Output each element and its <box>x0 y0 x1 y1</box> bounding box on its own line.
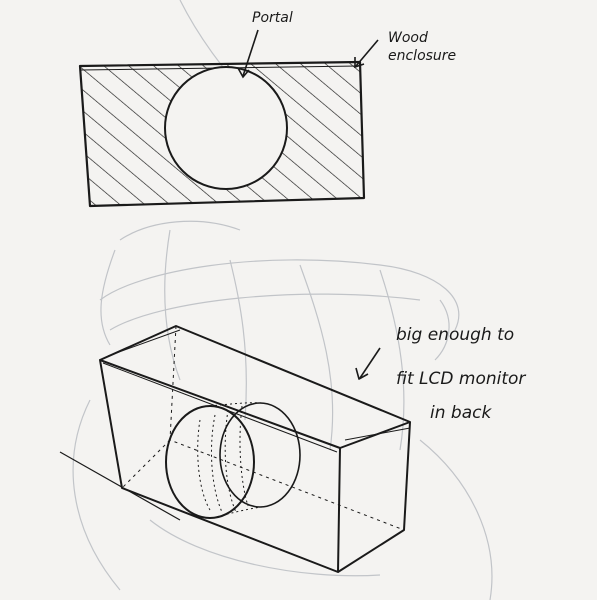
note-line-2: fit LCD monitor <box>396 369 526 389</box>
enclosure-label-line2: enclosure <box>388 48 456 64</box>
portal-label: Portal <box>252 10 293 26</box>
enclosure-label-line1: Wood <box>388 30 428 46</box>
portal-circle <box>165 67 287 189</box>
note-line-3: in back <box>430 403 492 423</box>
note-line-1: big enough to <box>396 325 514 345</box>
